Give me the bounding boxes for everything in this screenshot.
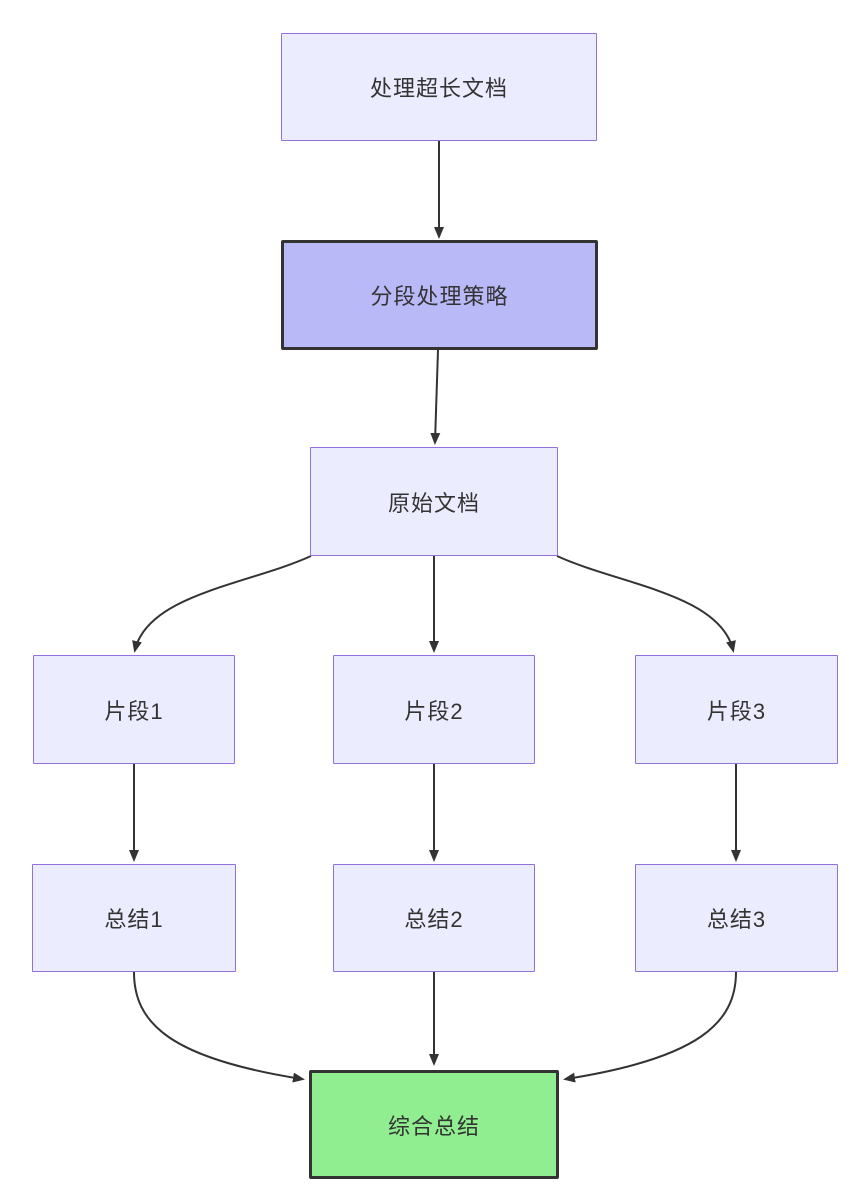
node-summary-3-label: 总结3 xyxy=(706,907,767,932)
node-fragment-2-label: 片段2 xyxy=(404,698,464,724)
edge-sum1-to-final xyxy=(133,971,305,1083)
edge-original-to-frag3 xyxy=(556,555,736,653)
node-fragment-1-label: 片段1 xyxy=(104,698,164,724)
edge-strategy-to-original xyxy=(430,349,441,445)
node-summary-1: 总结1 xyxy=(32,864,236,972)
node-original-label: 原始文档 xyxy=(387,490,480,516)
node-fragment-3-label: 片段3 xyxy=(706,698,767,724)
node-strategy-label: 分段处理策略 xyxy=(370,284,509,309)
node-summary-2-label: 总结2 xyxy=(404,907,464,932)
node-fragment-3: 片段3 xyxy=(635,655,838,764)
node-fragment-2: 片段2 xyxy=(333,655,535,764)
edge-sum3-to-final xyxy=(563,971,737,1083)
node-summary-1-label: 总结1 xyxy=(104,907,164,932)
node-fragment-1: 片段1 xyxy=(33,655,235,764)
node-process: 处理超长文档 xyxy=(281,33,597,141)
node-summary-3: 总结3 xyxy=(635,864,838,972)
node-final-summary-label: 综合总结 xyxy=(387,1113,480,1139)
node-summary-2: 总结2 xyxy=(333,864,535,972)
node-strategy: 分段处理策略 xyxy=(281,240,598,350)
edge-original-to-frag1 xyxy=(132,555,312,653)
node-final-summary: 综合总结 xyxy=(309,1070,559,1179)
node-original: 原始文档 xyxy=(310,447,558,556)
node-process-label: 处理超长文档 xyxy=(369,76,508,101)
